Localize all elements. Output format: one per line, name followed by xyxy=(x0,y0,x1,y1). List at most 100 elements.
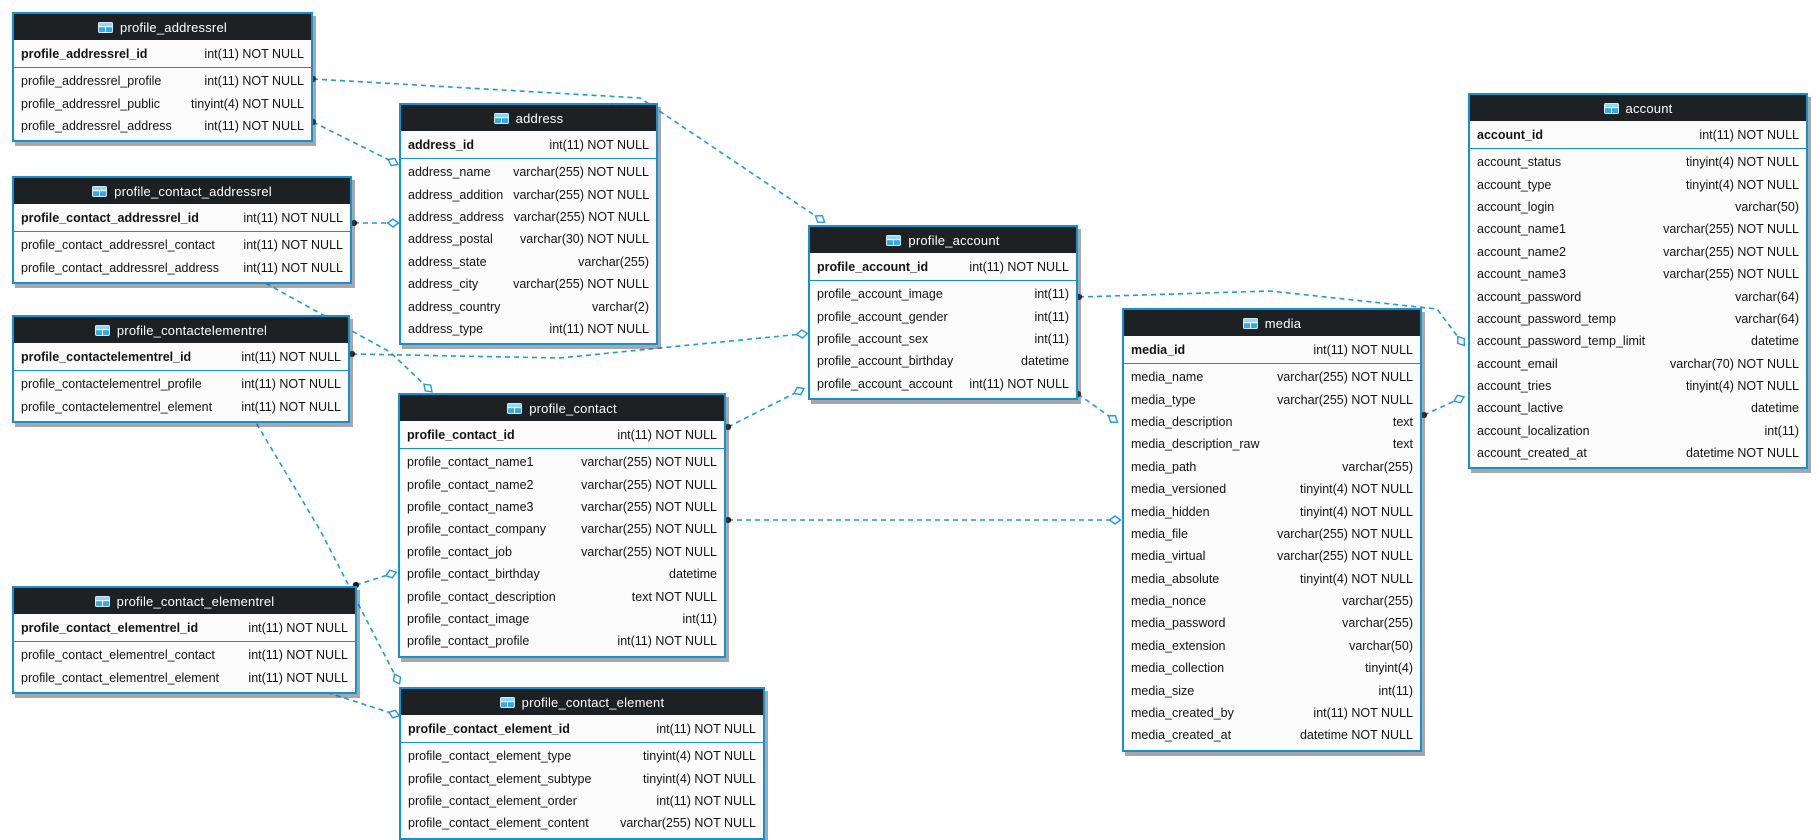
relationship-profile_contact_addressrel-to-address[interactable] xyxy=(350,218,400,228)
pk-field-type: int(11) NOT NULL xyxy=(248,620,348,635)
relationship-diamond-endpoint xyxy=(1456,335,1466,347)
relationship-profile_contact_elementrel-to-profile_contact[interactable] xyxy=(352,569,398,589)
relationship-line[interactable] xyxy=(312,121,394,163)
field-type: tinyint(4) xyxy=(1365,661,1413,676)
table-profile_contact_element[interactable]: profile_contact_element profile_contact_e… xyxy=(399,687,765,840)
relationship-profile_contactelementrel-to-profile_account[interactable] xyxy=(348,329,809,359)
table-header-profile_account[interactable]: profile_account xyxy=(810,227,1076,253)
relationship-diamond-endpoint xyxy=(386,218,400,228)
field-row: address_city varchar(255) NOT NULL xyxy=(401,273,656,295)
table-header-profile_addressrel[interactable]: profile_addressrel xyxy=(14,14,311,40)
field-type: varchar(255) NOT NULL xyxy=(581,477,717,492)
relationship-media-to-account[interactable] xyxy=(1420,394,1466,419)
table-profile_contact_elementrel[interactable]: profile_contact_elementrel profile_contac… xyxy=(12,586,357,694)
relationship-line[interactable] xyxy=(312,78,821,220)
field-type: text NOT NULL xyxy=(631,589,717,604)
field-type: varchar(255) NOT NULL xyxy=(513,277,649,292)
field-name: profile_contact_profile xyxy=(407,634,530,649)
relationship-line[interactable] xyxy=(351,333,803,359)
field-name: profile_contact_birthday xyxy=(407,567,540,582)
field-name: address_city xyxy=(408,277,479,292)
pk-field-name: address_id xyxy=(408,137,475,152)
table-header-profile_contact[interactable]: profile_contact xyxy=(400,395,724,421)
pk-field-name: profile_contact_addressrel_id xyxy=(21,210,199,225)
table-profile_contactelementrel[interactable]: profile_contactelementrel profile_contact… xyxy=(12,315,350,423)
table-grid-icon xyxy=(94,595,110,607)
table-header-profile_contact_addressrel[interactable]: profile_contact_addressrel xyxy=(14,178,350,204)
field-type: int(11) xyxy=(1034,287,1069,302)
relationship-profile_account-to-media[interactable] xyxy=(1074,390,1119,423)
table-title: profile_addressrel xyxy=(120,19,227,35)
relationship-line[interactable] xyxy=(309,686,395,715)
relationship-line[interactable] xyxy=(1078,290,1462,342)
relationship-line[interactable] xyxy=(1077,393,1114,420)
field-name: profile_contact_image xyxy=(407,611,530,626)
field-type: varchar(255) NOT NULL xyxy=(620,816,756,831)
field-type: datetime xyxy=(1021,354,1069,369)
pk-field-type: int(11) NOT NULL xyxy=(204,46,304,61)
field-type: tinyint(4) NOT NULL xyxy=(1686,177,1799,192)
table-header-profile_contact_element[interactable]: profile_contact_element xyxy=(401,689,763,715)
field-type: int(11) NOT NULL xyxy=(969,376,1069,391)
table-header-media[interactable]: media xyxy=(1124,310,1420,336)
field-name: account_password_temp xyxy=(1477,311,1616,326)
pk-field-name: profile_addressrel_id xyxy=(21,46,148,61)
table-header-profile_contactelementrel[interactable]: profile_contactelementrel xyxy=(14,317,348,343)
field-name: address_address xyxy=(408,209,504,224)
field-name: account_tries xyxy=(1477,379,1552,394)
table-grid-icon xyxy=(98,21,114,33)
relationship-profile_contact-to-media[interactable] xyxy=(724,515,1122,525)
relationship-diamond-endpoint xyxy=(387,709,401,719)
field-name: account_localization xyxy=(1477,423,1590,438)
field-type: int(11) NOT NULL xyxy=(204,118,304,133)
field-name: media_hidden xyxy=(1131,504,1210,519)
relationship-profile_addressrel-to-address[interactable] xyxy=(309,118,399,167)
table-header-profile_contact_elementrel[interactable]: profile_contact_elementrel xyxy=(14,588,355,614)
relationship-diamond-endpoint xyxy=(423,383,433,393)
relationship-line[interactable] xyxy=(727,390,800,428)
field-type: varchar(255) NOT NULL xyxy=(513,209,650,224)
relationship-line[interactable] xyxy=(1423,398,1460,416)
field-type: varchar(255) NOT NULL xyxy=(581,455,717,470)
field-name: media_file xyxy=(1131,526,1188,541)
field-name: profile_contactelementrel_element xyxy=(21,399,213,414)
pk-field-type: int(11) NOT NULL xyxy=(656,721,756,736)
table-header-account[interactable]: account xyxy=(1470,95,1806,121)
field-type: int(11) xyxy=(1034,331,1069,346)
field-name: profile_contact_element_content xyxy=(408,816,589,831)
table-profile_contact_addressrel[interactable]: profile_contact_addressrel profile_contac… xyxy=(12,176,352,284)
relationship-profile_contact-to-profile_account[interactable] xyxy=(724,386,805,431)
field-name: profile_addressrel_profile xyxy=(21,74,162,89)
field-type: int(11) xyxy=(1378,683,1413,698)
field-name: media_description_raw xyxy=(1131,437,1260,452)
field-row: address_address varchar(255) NOT NULL xyxy=(401,206,656,228)
table-header-address[interactable]: address xyxy=(401,105,656,131)
relationship-line[interactable] xyxy=(251,415,398,680)
